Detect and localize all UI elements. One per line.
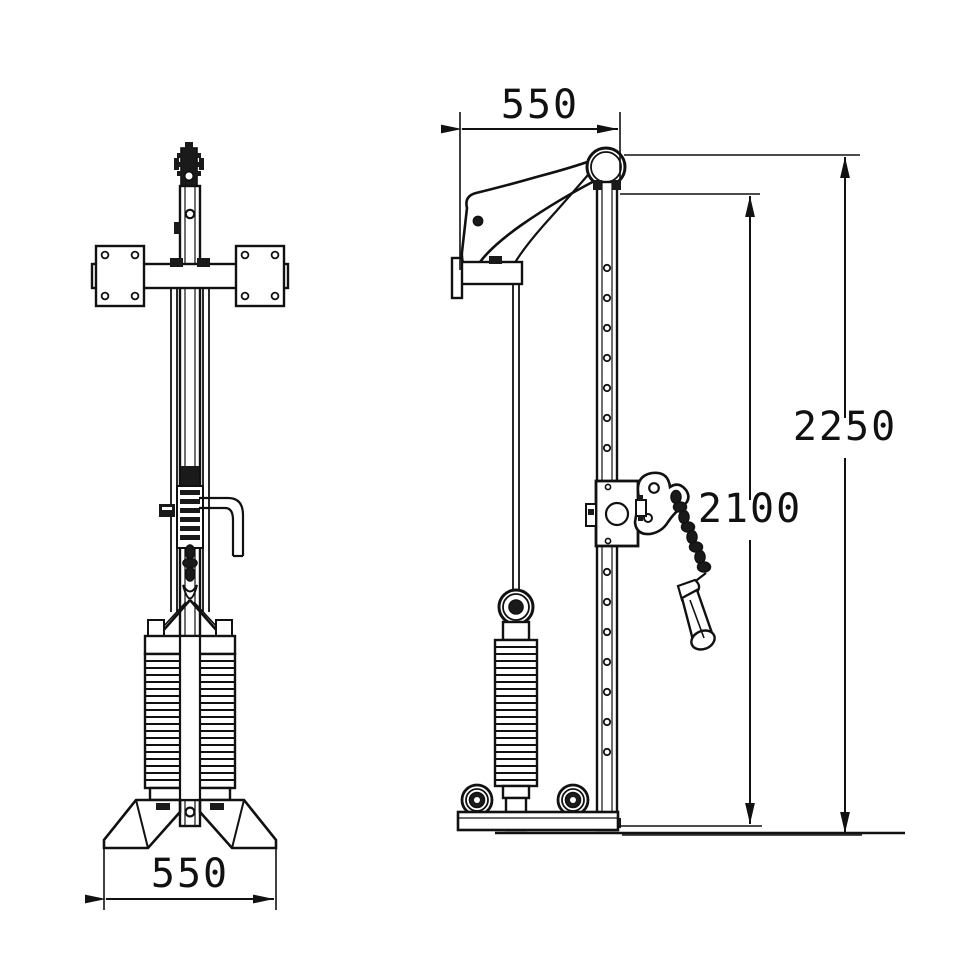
front-elevation-view: [90, 142, 290, 850]
caster-right: [556, 783, 590, 817]
cable-pair: [170, 288, 210, 612]
right-mounting-plate: [234, 244, 286, 308]
side-elevation-view: [450, 146, 905, 835]
column-adjustment-holes: [602, 263, 612, 757]
caster-left: [460, 783, 494, 817]
dimension-top-width: [441, 112, 621, 270]
wall-mount-bracket: [450, 256, 524, 300]
cam-bracket-assembly: [159, 466, 204, 549]
handle: [199, 496, 245, 558]
base-rail: [456, 810, 620, 832]
dimension-outer-height: [622, 154, 862, 836]
dimension-label-bottom-width: 550: [151, 851, 229, 897]
handle: [676, 578, 716, 651]
dimension-label-top-width: 550: [501, 82, 579, 128]
cam-bracket-assembly: [585, 471, 690, 548]
weight-stack: [143, 634, 237, 802]
dimension-bottom-width: [85, 840, 277, 910]
left-mounting-plate: [94, 244, 146, 308]
top-pulley-assembly: [174, 142, 204, 187]
chain: [182, 544, 198, 600]
dimension-inner-height: [618, 193, 762, 827]
dimension-label-inner-height: 2100: [698, 486, 802, 532]
lower-pulley: [497, 588, 535, 626]
cable: [512, 284, 520, 598]
dimension-label-outer-height: 2250: [793, 404, 897, 450]
